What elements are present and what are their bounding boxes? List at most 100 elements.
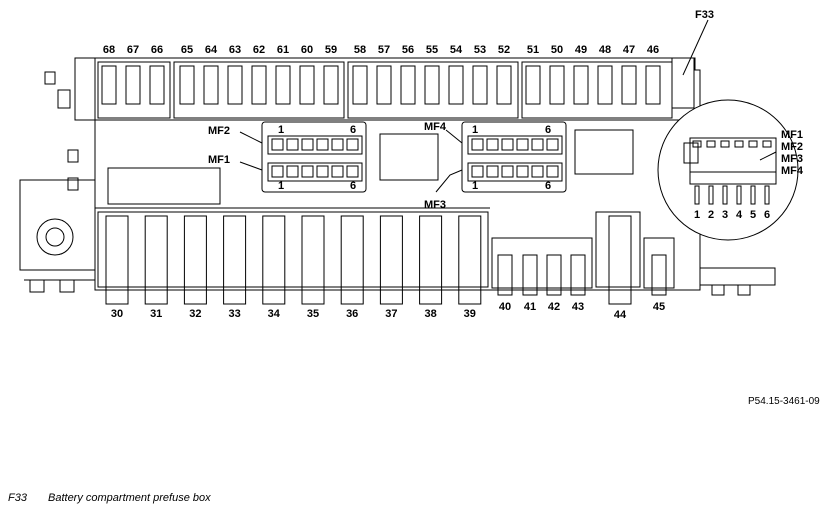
inset-pin-cell-5 — [748, 140, 758, 148]
f33-label: F33 — [695, 9, 714, 21]
fuse-label-33: 33 — [228, 308, 240, 320]
top-fuse-group-3 — [347, 61, 519, 119]
inset-pin-cell-1 — [692, 140, 702, 148]
mf3-label: MF3 — [424, 199, 446, 211]
top-fuse-46 — [645, 65, 661, 105]
fuse-label-37: 37 — [385, 308, 397, 320]
fuse-34 — [262, 215, 286, 305]
top-fuse-55 — [424, 65, 440, 105]
top-fuse-label-52: 52 — [498, 44, 510, 56]
fuse-label-31: 31 — [150, 308, 162, 320]
connector-pin-cell-1-2 — [301, 165, 314, 178]
fuse-41 — [522, 254, 538, 296]
inset-pin-cell-3 — [720, 140, 730, 148]
top-fuse-52 — [496, 65, 512, 105]
connector-pin-cell-2-4 — [531, 138, 544, 151]
bottom-fuse-holder — [97, 211, 489, 288]
fuse-36 — [340, 215, 364, 305]
top-fuse-65 — [179, 65, 195, 105]
top-fuse-49 — [573, 65, 589, 105]
inset-pin-leg-6 — [764, 185, 770, 205]
connector-pin-cell-2-5 — [546, 138, 559, 151]
top-fuse-label-67: 67 — [127, 44, 139, 56]
inset-pin-leg-3 — [722, 185, 728, 205]
figure-caption: F33 Battery compartment prefuse box — [8, 492, 211, 504]
top-fuse-62 — [251, 65, 267, 105]
top-fuse-label-49: 49 — [575, 44, 587, 56]
top-fuse-group-1 — [97, 61, 171, 119]
inset-pin-label-2: 2 — [708, 209, 714, 221]
inset-pin-cell-4 — [734, 140, 744, 148]
connector-pin-cell-1-4 — [331, 165, 344, 178]
top-fuse-53 — [472, 65, 488, 105]
top-fuse-label-55: 55 — [426, 44, 438, 56]
connector-pin-cell-1-5 — [346, 165, 359, 178]
top-fuse-label-66: 66 — [151, 44, 163, 56]
fuse-38 — [419, 215, 443, 305]
top-fuse-label-62: 62 — [253, 44, 265, 56]
fuse-label-32: 32 — [189, 308, 201, 320]
top-fuse-label-63: 63 — [229, 44, 241, 56]
connector-pin-cell-0-5 — [346, 138, 359, 151]
top-fuse-64 — [203, 65, 219, 105]
top-fuse-label-64: 64 — [205, 44, 218, 56]
fuse-label-39: 39 — [464, 308, 476, 320]
small-fuse-holder — [491, 237, 593, 289]
inset-pin-label-6: 6 — [764, 209, 770, 221]
connector-pin-cell-3-1 — [486, 165, 499, 178]
mf4-pin-first: 1 — [472, 124, 478, 136]
caption-code: F33 — [8, 492, 27, 504]
fuse-label-30: 30 — [111, 308, 123, 320]
top-fuse-label-53: 53 — [474, 44, 486, 56]
inset-pin-leg-4 — [736, 185, 742, 205]
top-fuse-57 — [376, 65, 392, 105]
inset-pin-label-4: 4 — [736, 209, 743, 221]
caption-text: Battery compartment prefuse box — [48, 492, 211, 504]
top-fuse-60 — [299, 65, 315, 105]
connector-pin-cell-0-4 — [331, 138, 344, 151]
top-fuse-58 — [352, 65, 368, 105]
top-fuse-68 — [101, 65, 117, 105]
inset-pin-leg-1 — [694, 185, 700, 205]
fuse-label-44: 44 — [614, 309, 627, 321]
fuse-label-40: 40 — [499, 301, 511, 313]
connector-pin-cell-2-0 — [471, 138, 484, 151]
fuse-44 — [608, 215, 632, 305]
mf4-label: MF4 — [424, 121, 447, 133]
top-fuse-group-2 — [173, 61, 345, 119]
top-fuse-50 — [549, 65, 565, 105]
fuse-31 — [144, 215, 168, 305]
fuse-label-45: 45 — [653, 301, 665, 313]
inset-pin-label-5: 5 — [750, 209, 756, 221]
connector-pin-cell-3-0 — [471, 165, 484, 178]
top-fuse-group-4 — [521, 61, 673, 119]
top-fuse-54 — [448, 65, 464, 105]
inset-pin-cell-2 — [706, 140, 716, 148]
connector-pin-cell-3-5 — [546, 165, 559, 178]
inset-mf4-label: MF4 — [781, 165, 804, 177]
fuse-37 — [379, 215, 403, 305]
fuse-40 — [497, 254, 513, 296]
top-fuse-label-57: 57 — [378, 44, 390, 56]
connector-pin-cell-3-2 — [501, 165, 514, 178]
top-fuse-label-46: 46 — [647, 44, 659, 56]
top-fuse-56 — [400, 65, 416, 105]
top-fuse-label-50: 50 — [551, 44, 563, 56]
connector-pin-cell-0-0 — [271, 138, 284, 151]
inset-pin-leg-5 — [750, 185, 756, 205]
connector-pin-cell-2-3 — [516, 138, 529, 151]
fuse-label-34: 34 — [268, 308, 281, 320]
connector-pin-cell-1-0 — [271, 165, 284, 178]
mf2-pin-last: 6 — [350, 124, 356, 136]
top-fuse-label-48: 48 — [599, 44, 611, 56]
mf2-label: MF2 — [208, 125, 230, 137]
connector-pin-cell-3-4 — [531, 165, 544, 178]
top-fuse-61 — [275, 65, 291, 105]
connector-pin-cell-0-3 — [316, 138, 329, 151]
top-fuse-label-51: 51 — [527, 44, 539, 56]
mf-connector-right — [461, 121, 567, 193]
bolt-inner — [45, 227, 65, 247]
top-fuse-63 — [227, 65, 243, 105]
mf-connector-left — [261, 121, 367, 193]
inset-pin-label-3: 3 — [722, 209, 728, 221]
